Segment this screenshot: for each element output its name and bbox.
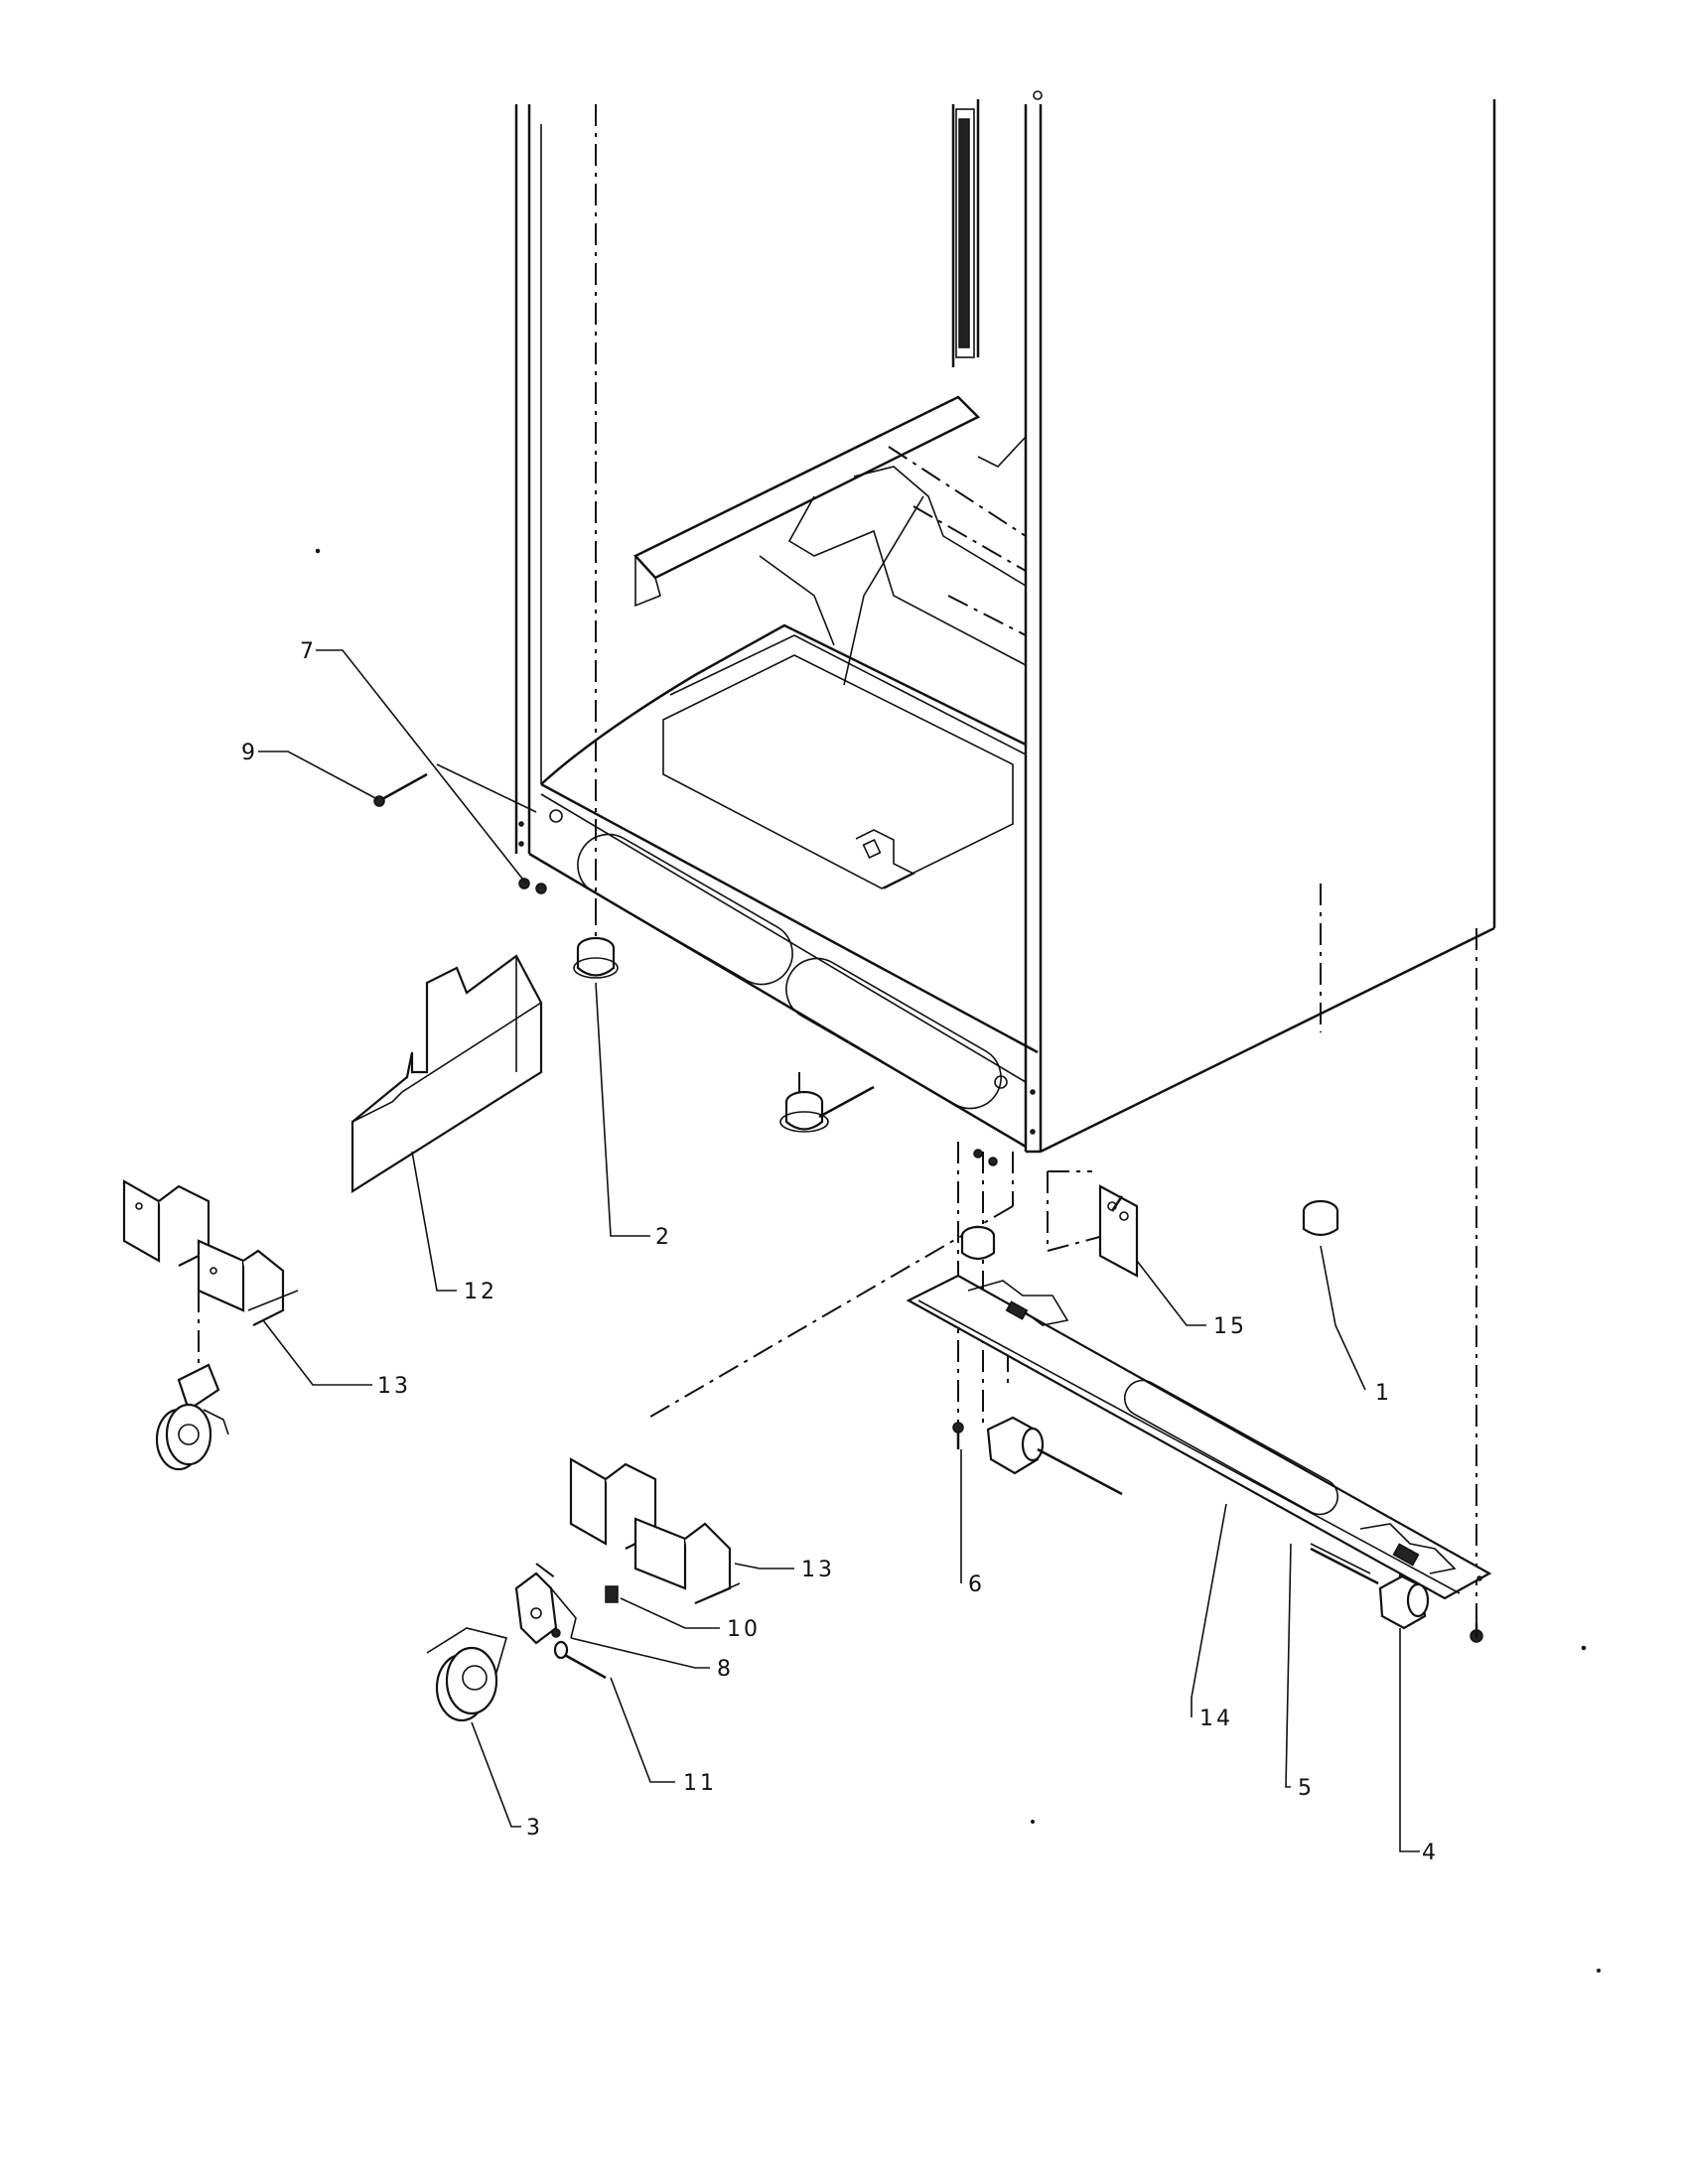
screws — [518, 878, 1483, 1643]
callout-14: 14 — [1199, 1706, 1233, 1731]
roller-front — [986, 1416, 1123, 1496]
long-screw — [373, 763, 537, 813]
callout-labels: 1 2 3 4 5 6 7 8 9 10 11 12 13 13 14 15 — [241, 639, 1439, 1865]
callout-6: 6 — [968, 1572, 985, 1597]
leveling-leg-center — [779, 1085, 875, 1133]
caster-wheel-left — [155, 1363, 229, 1471]
callout-13-left: 13 — [377, 1374, 411, 1399]
leader-lines — [258, 649, 1420, 1852]
callout-5: 5 — [1298, 1776, 1315, 1801]
caster-wheel-right — [426, 1571, 619, 1722]
callout-1: 1 — [1375, 1381, 1392, 1406]
shelf-rail — [958, 118, 970, 348]
cabinet — [514, 90, 1496, 1154]
callout-7: 7 — [300, 639, 317, 664]
callout-2: 2 — [655, 1225, 672, 1250]
leveling-leg-right — [960, 1225, 996, 1261]
leveling-leg-rear — [1302, 1199, 1339, 1237]
leveling-leg-left — [573, 936, 619, 979]
callout-9: 9 — [241, 741, 258, 765]
base-rail — [906, 1274, 1492, 1600]
callout-3: 3 — [526, 1816, 543, 1841]
insulation-pad — [351, 954, 543, 1193]
small-bracket — [1098, 1184, 1139, 1278]
screw-6 — [952, 1422, 964, 1449]
roller-rear — [1310, 1543, 1430, 1630]
callout-10: 10 — [727, 1617, 761, 1642]
caster-bracket-left — [122, 1179, 299, 1326]
callout-11: 11 — [683, 1771, 717, 1796]
callout-8: 8 — [717, 1657, 734, 1682]
callout-15: 15 — [1213, 1314, 1247, 1339]
callout-4: 4 — [1422, 1841, 1439, 1865]
callout-12: 12 — [464, 1280, 497, 1304]
caster-bracket-right — [569, 1457, 741, 1605]
callout-13-right: 13 — [801, 1558, 835, 1582]
